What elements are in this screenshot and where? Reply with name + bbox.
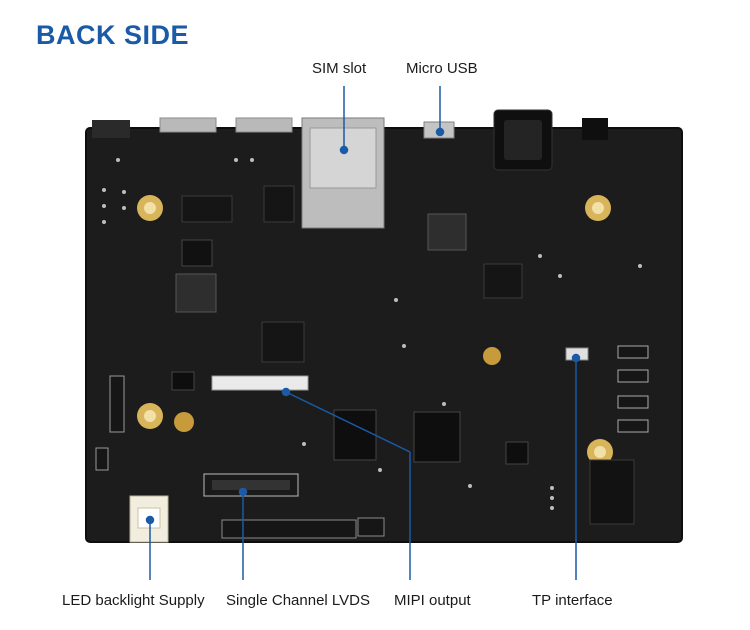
single-channel-lvds-label: Single Channel LVDS: [226, 592, 370, 609]
header-right-2: [617, 369, 649, 383]
top-connector-left: [92, 120, 130, 138]
component-block-3: [483, 263, 523, 299]
micro-usb-label: Micro USB: [406, 60, 478, 77]
component-block-5: [589, 459, 635, 525]
header-right-4: [617, 419, 649, 433]
callout-lines: [145, 86, 581, 580]
audio-jack: [582, 118, 608, 140]
header-right-1: [617, 345, 649, 359]
ic-chip-4: [505, 441, 529, 465]
inductor-2: [427, 213, 467, 251]
ic-chip-1: [181, 239, 213, 267]
mipi-connector: [211, 375, 309, 391]
tp-interface-label: TP interface: [532, 592, 613, 609]
ic-chip-3: [413, 411, 461, 463]
component-block-2: [263, 185, 295, 223]
sim-slot-label: SIM slot: [312, 60, 367, 77]
mount-hole-5: [174, 412, 194, 432]
page-title: BACK SIDE: [36, 20, 190, 50]
header-left-1: [109, 375, 125, 433]
led-backlight-supply-label: LED backlight Supply: [62, 592, 205, 609]
component-block-1: [181, 195, 233, 223]
usb-port-2: [235, 117, 293, 133]
pin-header-small: [357, 517, 385, 537]
pin-header-bottom: [221, 519, 357, 539]
silkscreen-components: [102, 158, 642, 510]
header-left-2: [95, 447, 109, 471]
dc-jack-inner: [504, 120, 542, 160]
ic-chip-5: [171, 371, 195, 391]
inductor-1: [175, 273, 217, 313]
mount-hole-6: [483, 347, 501, 365]
usb-port-1: [159, 117, 217, 133]
header-right-3: [617, 395, 649, 409]
mipi-output-label: MIPI output: [394, 592, 471, 609]
component-block-4: [261, 321, 305, 363]
sim-slot-inner: [309, 127, 377, 189]
